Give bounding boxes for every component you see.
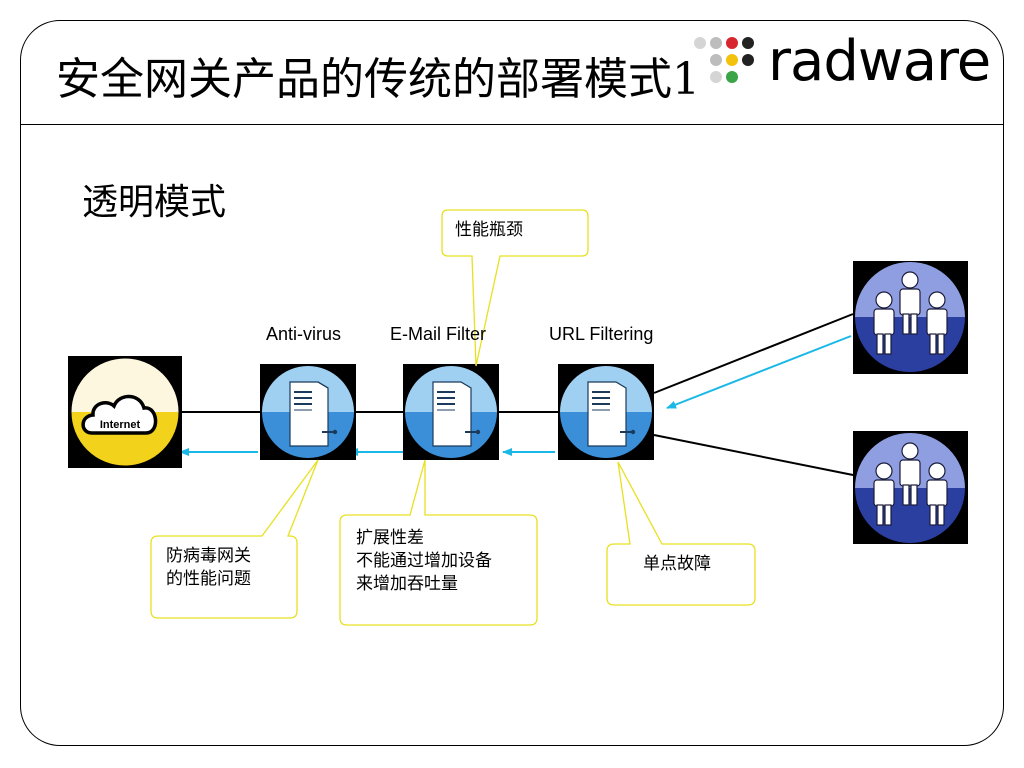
flow-arrows xyxy=(179,335,852,456)
email-filter-server-icon xyxy=(403,364,499,460)
connection-lines xyxy=(182,313,854,476)
logo-wordmark: radware xyxy=(768,29,991,94)
antivirus-label: Anti-virus xyxy=(266,324,342,344)
slide-frame xyxy=(20,20,1004,746)
callout-antivirus-shape xyxy=(150,459,319,619)
antivirus-server-icon xyxy=(260,364,356,460)
callout-single-point-text: 单点故障 xyxy=(643,554,711,574)
title-divider xyxy=(21,124,1003,125)
section-subtitle: 透明模式 xyxy=(82,182,227,223)
internet-label: Internet xyxy=(100,419,141,431)
link-url-users-top xyxy=(653,313,854,394)
callout-scalability-text: 扩展性差 不能通过增加设备 来增加吞吐量 xyxy=(356,528,492,594)
callout-antivirus-text: 防病毒网关 的性能问题 xyxy=(166,546,251,589)
user-group-bottom-icon xyxy=(853,431,968,544)
radware-logo: radware xyxy=(688,29,1000,96)
link-url-users-bottom xyxy=(653,434,854,476)
callout-single-point-shape xyxy=(606,461,756,606)
flow-arrow-4 xyxy=(666,335,852,409)
slide-title: 安全网关产品的传统的部署模式1 xyxy=(56,54,700,105)
callout-scalability-shape xyxy=(339,459,538,626)
url-filtering-label: URL Filtering xyxy=(549,324,654,344)
user-group-top-icon xyxy=(853,261,968,374)
url-filtering-server-icon xyxy=(558,364,654,460)
callout-bottleneck-text: 性能瓶颈 xyxy=(455,220,523,240)
callout-bottleneck-shape xyxy=(441,209,589,367)
internet-cloud-icon: Internet xyxy=(68,356,182,468)
email-filter-label: E-Mail Filter xyxy=(390,324,487,344)
logo-dots-icon xyxy=(694,37,754,83)
